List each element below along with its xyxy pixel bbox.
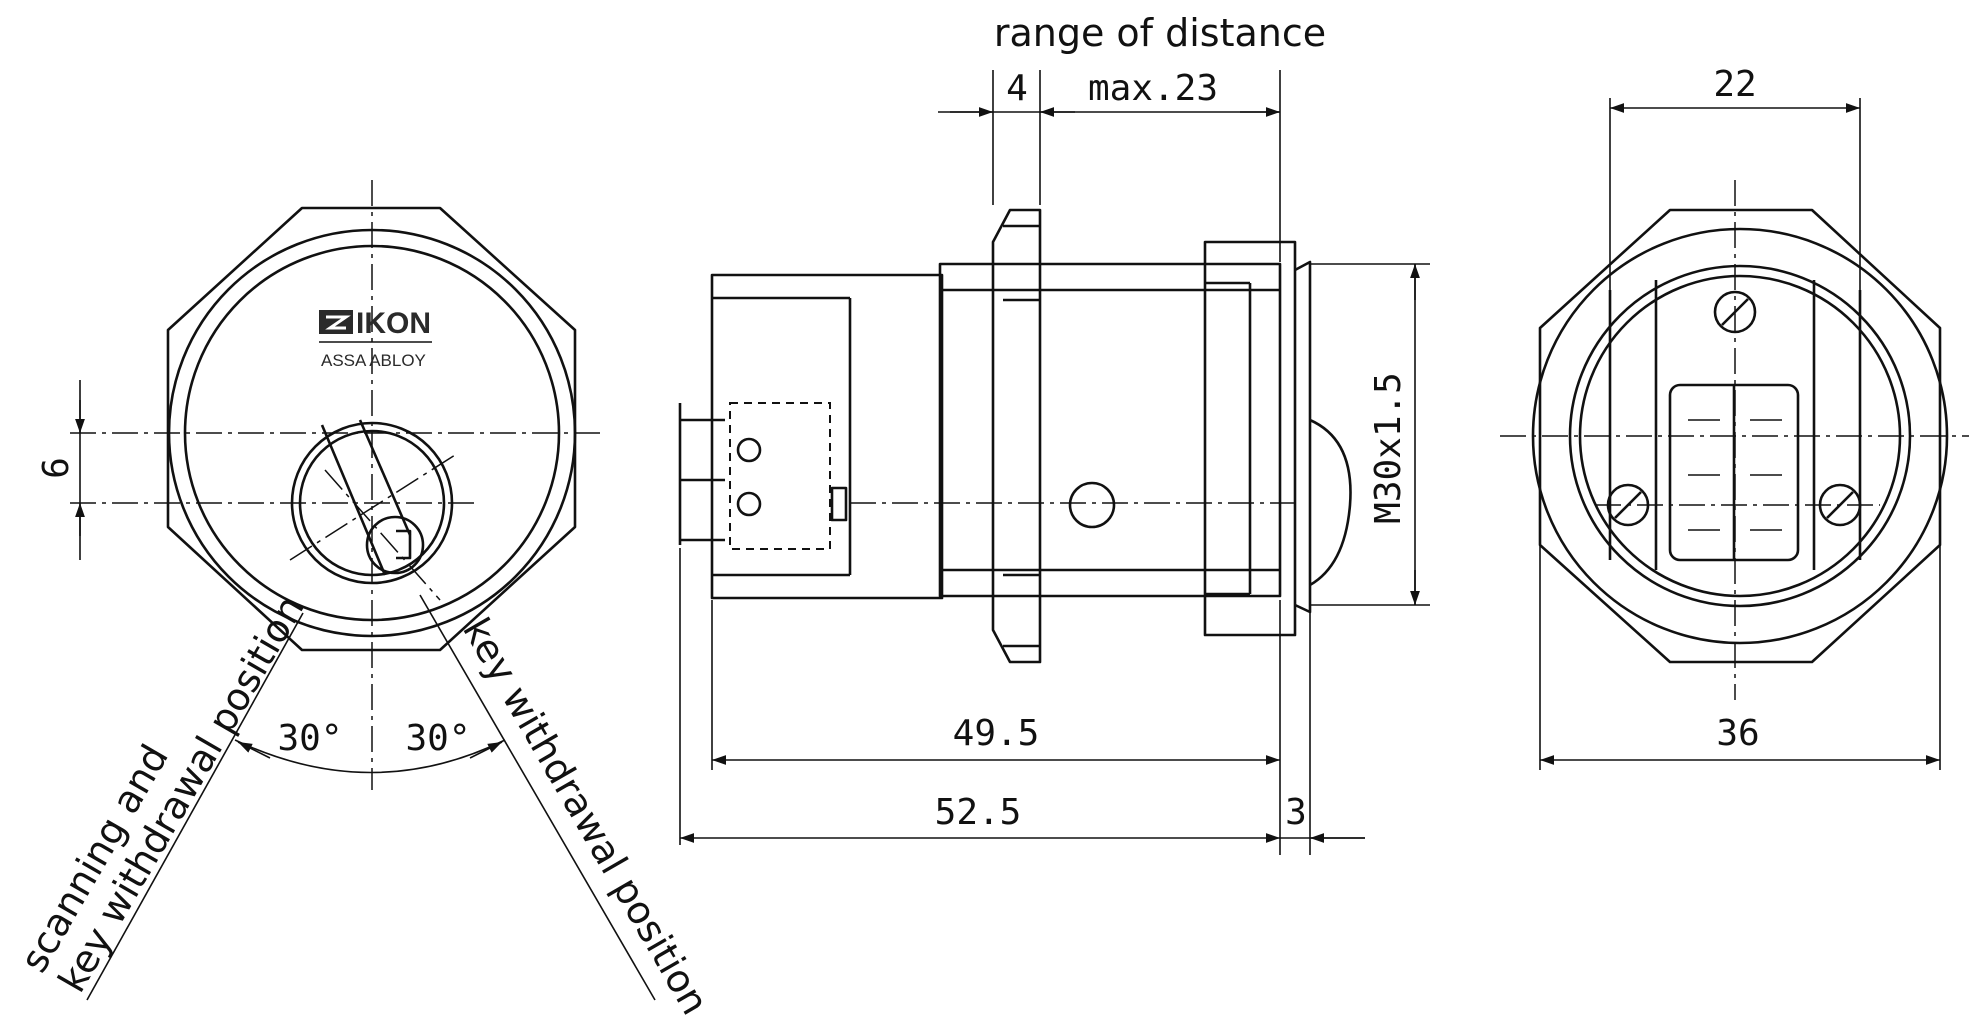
ikon-logo: IKON ASSA ABLOY	[319, 307, 432, 370]
cylinder-front-dome	[1294, 260, 1352, 614]
terminal-screw-2	[736, 491, 762, 517]
keyway-line-a	[320, 424, 387, 576]
rear-hex-body	[1538, 208, 1942, 664]
key-axis-right	[324, 469, 441, 601]
thread-barrel	[938, 262, 1282, 598]
grub-screw	[1068, 481, 1116, 529]
angle-right-label: 30°	[405, 718, 470, 759]
dim-52-5-label: 52.5	[935, 792, 1022, 833]
dim-49-5-label: 49.5	[953, 713, 1040, 754]
position-line-left	[86, 612, 304, 1001]
angle-arrow-right	[469, 741, 503, 759]
dim-22-label: 22	[1713, 64, 1756, 105]
dim-3-label: 3	[1285, 792, 1307, 833]
front-view: 6 30° 30° scanning and key withdrawal po…	[12, 180, 717, 1023]
brand-group: ASSA ABLOY	[321, 351, 426, 370]
rear-view: 22 36	[1500, 64, 1969, 770]
front-hex-body	[166, 206, 577, 652]
keyway-slot	[396, 529, 412, 560]
mounting-flange	[1203, 240, 1297, 637]
keyway-line-b	[358, 419, 412, 536]
label-key-withdrawal: key withdrawal position	[454, 611, 717, 1023]
label-scanning-line2: key withdrawal position	[50, 588, 313, 1000]
connector-hidden-terminal	[729, 402, 831, 550]
dim-36-label: 36	[1716, 713, 1759, 754]
angle-left-label: 30°	[277, 718, 342, 759]
position-line-right	[419, 594, 656, 1001]
terminal-screw-1	[736, 437, 762, 463]
angle-arrow-left	[237, 741, 271, 759]
angle-arc	[234, 739, 506, 774]
connector-housing	[710, 273, 944, 600]
ikon-logo-mark	[319, 310, 353, 334]
dim-4-label: 4	[1006, 68, 1028, 109]
lock-nut	[991, 208, 1042, 664]
keyway-circle	[365, 515, 425, 575]
dim-thread-label: M30x1.5	[1368, 372, 1409, 524]
range-title: range of distance	[994, 11, 1326, 55]
key-axis-left	[289, 454, 456, 561]
dim-max-label: max.23	[1088, 68, 1218, 109]
connector-tab	[830, 486, 848, 522]
side-view: range of distance 4 max.23 M30x1.5 49.5 …	[678, 11, 1430, 855]
dim-6-label: 6	[36, 457, 77, 479]
brand-name: IKON	[356, 307, 431, 340]
